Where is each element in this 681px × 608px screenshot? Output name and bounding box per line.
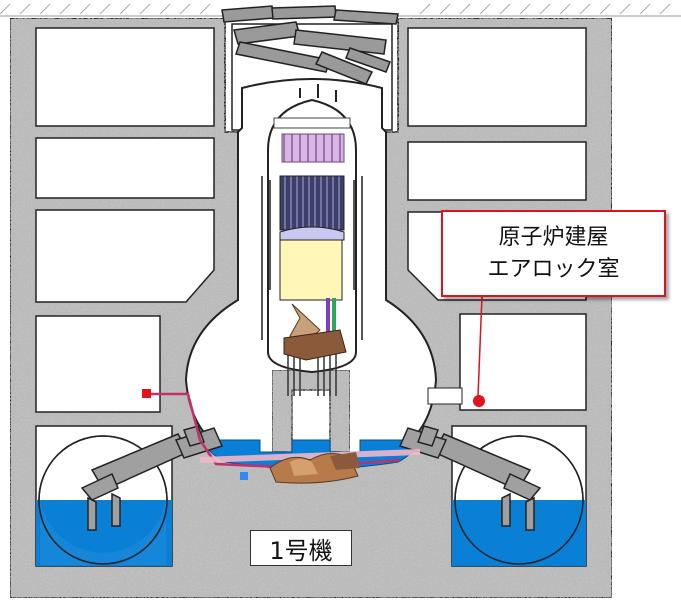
airlock-door bbox=[427, 387, 463, 405]
airlock-room-callout: 原子炉建屋 エアロック室 bbox=[441, 210, 666, 297]
reactor-pressure-vessel bbox=[267, 84, 357, 374]
unit-label: 1号機 bbox=[250, 530, 352, 566]
callout-line-2: エアロック室 bbox=[487, 256, 620, 282]
callout-line-1: 原子炉建屋 bbox=[498, 224, 609, 250]
fallen-debris-cluster bbox=[283, 329, 347, 361]
callout-leader-line bbox=[477, 295, 483, 397]
red-marker-airlock bbox=[473, 395, 485, 407]
drywell-floor-debris bbox=[269, 452, 360, 484]
piping-route-light bbox=[199, 449, 421, 463]
vent-pipe-right bbox=[398, 425, 542, 531]
rpv-supports bbox=[261, 176, 363, 340]
roof-debris bbox=[221, 5, 399, 85]
blue-marker bbox=[240, 472, 248, 480]
red-marker-left bbox=[142, 389, 151, 398]
vent-pipe-left bbox=[80, 425, 224, 531]
